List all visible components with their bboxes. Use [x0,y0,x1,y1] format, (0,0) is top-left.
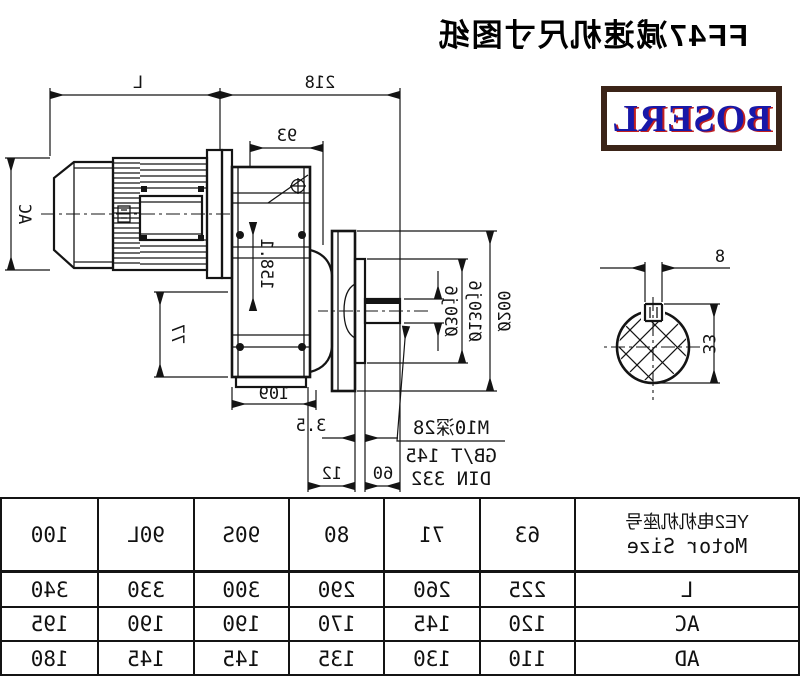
table-cell: 290 [288,573,384,608]
table-header-motor-size: YE2电机机座号 Motor Size [574,499,798,573]
table-cell: 260 [383,573,479,608]
tie-bolt [141,186,147,192]
dim-housing-width: 109 [231,384,317,410]
section-centerlines [604,297,700,400]
dim-label-flange-dia: Ø200 [493,291,513,332]
table-col-header: 80 [288,499,384,573]
shaft-end-note: M10深28 GB/T 145 DIN 332 [396,325,505,490]
tie-bolt [198,235,204,241]
dim-label-93: 93 [277,126,297,146]
dim-label-77: 77 [167,324,187,344]
table-row-label: L [574,573,798,608]
table-cell: 225 [478,573,574,608]
note-leader [396,325,505,442]
table-row-label: AD [574,642,798,676]
table-cell: 190 [97,608,193,642]
motor-side-view [38,148,234,280]
table-row-label: AC [574,608,798,642]
table-col-header: 90S [192,499,288,573]
dim-motor-diameter: AC [5,157,50,271]
dimension-table: YE2电机机座号 Motor Size 63 71 80 90S 90L 100… [0,497,800,676]
table-col-header: 100 [2,499,98,573]
shaft-keyway [366,300,399,304]
tie-bolt [198,186,204,192]
table-cell: 195 [2,608,98,642]
fan-hub [117,205,131,223]
table-cell: 330 [97,573,193,608]
housing-bolt [236,231,244,239]
key-slot [643,302,664,323]
table-cell: 170 [288,608,384,642]
motor-size-label-en: Motor Size [626,533,748,558]
housing-bolt [298,231,306,239]
dim-label-key-height: 33 [698,334,718,354]
table-col-header: 90L [97,499,193,573]
dim-label-L: L [133,73,143,93]
housing-bolt [236,343,244,351]
table-cell: 145 [192,642,288,676]
dim-top-lengths: 218 L 93 [49,73,401,492]
table-cell: 145 [97,642,193,676]
dim-label-key-width: 8 [715,247,725,267]
dim-label-spigot-dia: Ø130j6 [464,280,484,341]
dim-label-218: 218 [305,73,336,93]
table-col-header: 71 [383,499,479,573]
motor-frame [138,194,204,242]
table-cell: 130 [383,642,479,676]
motor-fins [113,162,140,264]
table-cell: 110 [478,642,574,676]
dim-bottom: 3.5 60 12 [296,363,400,492]
table-cell: 120 [478,608,574,642]
fan-cover [52,160,115,270]
table-cell: 300 [192,573,288,608]
table-col-header: 63 [478,499,574,573]
note-line1: M10深28 [413,417,489,439]
table-cell: 190 [192,608,288,642]
housing-bolt [298,343,306,351]
dim-label-shaft-dia: Ø30j6 [440,285,460,336]
table-cell: 145 [383,608,479,642]
gearbox-side-view: 158.1 [230,165,312,389]
output-flange [309,229,428,393]
table-cell: 180 [30,647,69,671]
dim-label-AC: AC [14,204,34,224]
dim-label-60: 60 [373,464,393,484]
table-cell: 135 [288,642,384,676]
dim-label-3-5: 3.5 [296,416,327,436]
note-line3: DIN 332 [411,468,491,490]
dim-lower-housing: 77 [154,291,228,378]
note-line2: GB/T 145 [405,445,497,467]
dim-label-158-1: 158.1 [256,238,276,289]
motor-size-label-cn: YE2电机机座号 [624,512,750,533]
tie-bolt [141,235,147,241]
housing-chamfer [267,174,309,204]
dim-label-109: 109 [259,384,290,404]
dim-diameters: Ø30j6 Ø130j6 Ø200 [357,230,513,392]
shaft-section-view: 8 33 [600,247,730,400]
technical-drawing: 218 L 93 [5,73,730,492]
dim-label-12: 12 [322,464,342,484]
table-cell: 340 [2,573,98,608]
housing-foot [234,375,308,389]
